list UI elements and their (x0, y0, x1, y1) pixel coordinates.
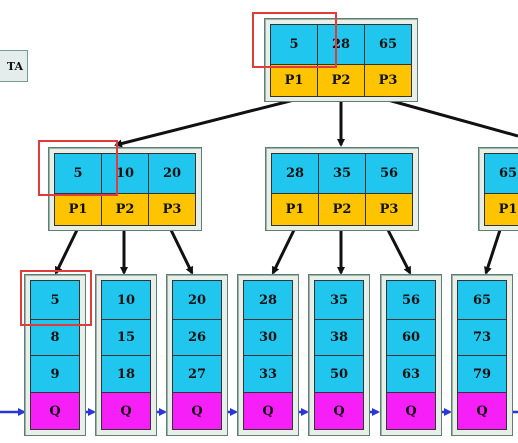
internal-1-pointer-3: P3 (148, 193, 196, 226)
internal-2-to-leaf-6-arrow (386, 229, 412, 275)
internal-2-key-3: 56 (365, 153, 413, 194)
leaf-5-key-1: 35 (314, 280, 364, 320)
root-key-highlight (252, 12, 337, 68)
leaf-node-7: 65 73 79 Q (451, 274, 513, 436)
legend-fragment-text: TA (6, 59, 23, 73)
leaf-6-key-3: 63 (386, 355, 436, 393)
root-key-3: 65 (364, 24, 412, 65)
internal-2-key-2: 35 (318, 153, 366, 194)
leaf-node-3: 20 26 27 Q (166, 274, 228, 436)
leaf-node-6: 56 60 63 Q (380, 274, 442, 436)
root-to-internal-3-arrow (387, 98, 518, 138)
internal-1-pointer-1: P1 (54, 193, 102, 226)
leaf-3-key-3: 27 (172, 355, 222, 393)
leaf-5-key-2: 38 (314, 319, 364, 356)
internal-2-pointer-2: P2 (318, 193, 366, 226)
internal-node-3: 65 P1 (478, 147, 518, 231)
root-node: 5 28 65 P1 P2 P3 (264, 18, 418, 102)
root-pointer-2: P2 (317, 64, 365, 97)
internal-2-to-leaf-4-arrow (271, 229, 296, 275)
leaf-1-key-3: 9 (30, 355, 80, 393)
leaf-2-key-1: 10 (101, 280, 151, 320)
leaf-3-key-2: 26 (172, 319, 222, 356)
root-to-internal-1-arrow (114, 98, 295, 148)
leaf-5-next-pointer: Q (314, 392, 364, 430)
leaf-3-key-1: 20 (172, 280, 222, 320)
internal-1-pointer-2: P2 (101, 193, 149, 226)
leaf-5-key-3: 50 (314, 355, 364, 393)
legend-fragment: TA (0, 50, 28, 82)
leaf-7-key-3: 79 (457, 355, 507, 393)
leaf-7-key-2: 73 (457, 319, 507, 356)
internal-1-key-2: 10 (101, 153, 149, 194)
internal-3-to-leaf-7-arrow (484, 229, 502, 275)
leaf-7-key-1: 65 (457, 280, 507, 320)
leaf-3-next-pointer: Q (172, 392, 222, 430)
internal-1-to-leaf-3-arrow (169, 229, 194, 275)
leaf-key-highlight (20, 270, 92, 326)
leaf-4-key-2: 30 (243, 319, 293, 356)
leaf-node-2: 10 15 18 Q (95, 274, 157, 436)
leaf-6-next-pointer: Q (386, 392, 436, 430)
leaf-node-5: 35 38 50 Q (308, 274, 370, 436)
leaf-4-next-pointer: Q (243, 392, 293, 430)
leaf-6-key-1: 56 (386, 280, 436, 320)
root-pointer-1: P1 (270, 64, 318, 97)
leaf-node-1: 5 8 9 Q (24, 274, 86, 436)
leaf-2-next-pointer: Q (101, 392, 151, 430)
leaf-2-key-3: 18 (101, 355, 151, 393)
leaf-node-4: 28 30 33 Q (237, 274, 299, 436)
internal-1-key-3: 20 (148, 153, 196, 194)
leaf-1-next-pointer: Q (30, 392, 80, 430)
internal-node-2: 28 35 56 P1 P2 P3 (265, 147, 419, 231)
internal-2-key-1: 28 (271, 153, 319, 194)
internal-1-to-leaf-1-arrow (54, 229, 79, 275)
leaf-4-key-3: 33 (243, 355, 293, 393)
internal-2-pointer-1: P1 (271, 193, 319, 226)
leaf-7-next-pointer: Q (457, 392, 507, 430)
internal-node-1: 5 10 20 P1 P2 P3 (48, 147, 202, 231)
leaf-2-key-2: 15 (101, 319, 151, 356)
internal-3-pointer-1: P1 (484, 193, 518, 226)
root-pointer-3: P3 (364, 64, 412, 97)
internal-key-highlight (38, 140, 118, 196)
internal-2-pointer-3: P3 (365, 193, 413, 226)
leaf-4-key-1: 28 (243, 280, 293, 320)
leaf-6-key-2: 60 (386, 319, 436, 356)
internal-3-key-1: 65 (484, 153, 518, 194)
